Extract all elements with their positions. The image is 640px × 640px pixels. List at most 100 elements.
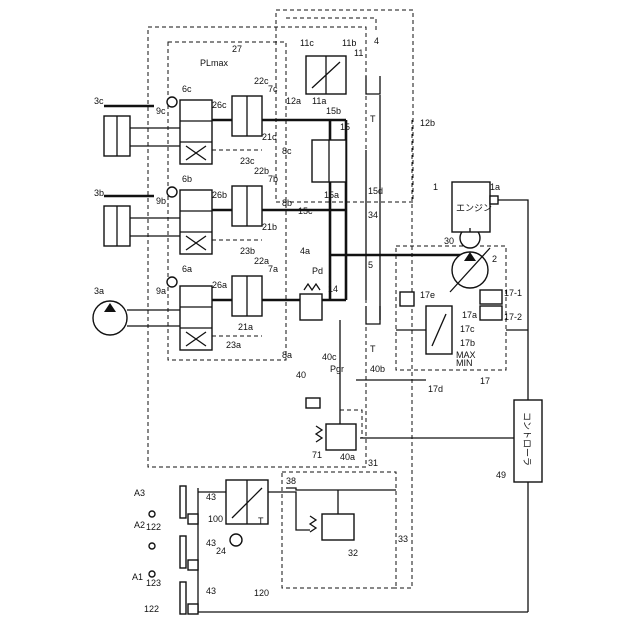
- ref-3c: 3c: [94, 96, 104, 106]
- ref-7c: 7c: [268, 84, 278, 94]
- sensor-43-a2: [188, 560, 198, 570]
- ref-23c: 23c: [240, 156, 255, 166]
- ref-40: 40: [296, 370, 306, 380]
- tank-label-pilot: T: [258, 516, 264, 526]
- ref-30: 30: [444, 236, 454, 246]
- ref-9a: 9a: [156, 286, 166, 296]
- ref-26b: 26b: [212, 190, 227, 200]
- valve-40: [326, 424, 356, 450]
- lever-knob-a1: [149, 571, 155, 577]
- controller-label: コントローラ: [521, 412, 532, 466]
- ref-12a: 12a: [286, 96, 301, 106]
- lever-knob-a3: [149, 511, 155, 517]
- ref-8c: 8c: [282, 146, 292, 156]
- ref-17d: 17d: [428, 384, 443, 394]
- ref-26a: 26a: [212, 280, 227, 290]
- lever-a2[interactable]: [180, 536, 186, 568]
- spool-6b: [180, 190, 212, 254]
- lever-joint-24: [230, 534, 242, 546]
- ref-123: 123: [146, 578, 161, 588]
- ref-3b: 3b: [94, 188, 104, 198]
- ref-11: 11: [354, 48, 363, 58]
- ref-6c: 6c: [182, 84, 192, 94]
- ref-1a: 1a: [490, 182, 500, 192]
- ref-6a: 6a: [182, 264, 192, 274]
- valve-32: [322, 514, 354, 540]
- solenoid-17-1: [480, 306, 502, 320]
- ref-32: 32: [348, 548, 358, 558]
- ref-120: 120: [254, 588, 269, 598]
- relief-valve-14: [300, 294, 322, 320]
- ref-22b: 22b: [254, 166, 269, 176]
- ref-17: 17: [480, 376, 490, 386]
- ref-8a: 8a: [282, 350, 292, 360]
- ref-17-2: 17-2: [504, 312, 522, 322]
- ref-3a: 3a: [94, 286, 104, 296]
- ref-11a: 11a: [312, 96, 326, 106]
- ref-A2: A2: [134, 520, 145, 530]
- ref-12b: 12b: [420, 118, 435, 128]
- ref-33: 33: [398, 534, 408, 544]
- ref-21a: 21a: [238, 322, 253, 332]
- engine-label: エンジン: [456, 203, 492, 213]
- ref-122-a2: 122: [146, 522, 161, 532]
- ref-27: 27: [232, 44, 242, 54]
- lever-a1[interactable]: [180, 582, 186, 614]
- ref-38: 38: [286, 476, 296, 486]
- ref-122-a1: 122: [144, 604, 159, 614]
- ref-5: 5: [368, 260, 373, 270]
- ref-40a: 40a: [340, 452, 355, 462]
- ref-71: 71: [312, 450, 322, 460]
- sensor-43-a1: [188, 604, 198, 614]
- line-33: [390, 120, 412, 588]
- ref-17-1: 17-1: [504, 288, 522, 298]
- spool-6c: [180, 100, 212, 164]
- ref-49: 49: [496, 470, 506, 480]
- pgr-label: Pgr: [330, 364, 344, 374]
- ref-15a: 15a: [324, 190, 339, 200]
- ref-21c: 21c: [262, 132, 277, 142]
- lever-knob-a2: [149, 543, 155, 549]
- spool-6a: [180, 286, 212, 350]
- ref-34: 34: [368, 210, 378, 220]
- ref-15d: 15d: [368, 186, 383, 196]
- tank-symbol-40: [306, 398, 320, 408]
- ref-23b: 23b: [240, 246, 255, 256]
- ref-2: 2: [492, 254, 497, 264]
- ref-9b: 9b: [156, 196, 166, 206]
- tank-label-lower: T: [370, 344, 376, 354]
- ref-26c: 26c: [212, 100, 227, 110]
- ref-22c: 22c: [254, 76, 269, 86]
- ref-43-a1: 43: [206, 586, 216, 596]
- ref-17a: 17a: [462, 310, 477, 320]
- plmax-label: PLmax: [200, 58, 229, 68]
- ref-17b: 17b: [460, 338, 475, 348]
- tank-symbol-upper: [366, 76, 380, 94]
- check-valve-9c: [167, 97, 177, 107]
- ref-4: 4: [374, 36, 379, 46]
- lever-a3[interactable]: [180, 486, 186, 518]
- ref-15c: 15c: [298, 206, 313, 216]
- ref-24: 24: [216, 546, 226, 556]
- ref-43-a3: 43: [206, 492, 216, 502]
- tank-label-upper: T: [370, 114, 376, 124]
- ref-100: 100: [208, 514, 223, 524]
- ref-17e: 17e: [420, 290, 435, 300]
- sensor-43-a3: [188, 514, 198, 524]
- line-38: [286, 488, 396, 490]
- ref-8b: 8b: [282, 198, 292, 208]
- ref-11c: 11c: [300, 38, 314, 48]
- check-valve-9a: [167, 277, 177, 287]
- ref-4a: 4a: [300, 246, 310, 256]
- ref-22a: 22a: [254, 256, 269, 266]
- ref-11b: 11b: [342, 38, 356, 48]
- ref-40c: 40c: [322, 352, 337, 362]
- ref-17c: 17c: [460, 324, 475, 334]
- pd-label: Pd: [312, 266, 323, 276]
- ref-7a: 7a: [268, 264, 278, 274]
- ref-15: 15: [340, 122, 350, 132]
- ref-23a: 23a: [226, 340, 241, 350]
- line-11-signal: [286, 18, 376, 30]
- tank-symbol-lower: [366, 306, 380, 324]
